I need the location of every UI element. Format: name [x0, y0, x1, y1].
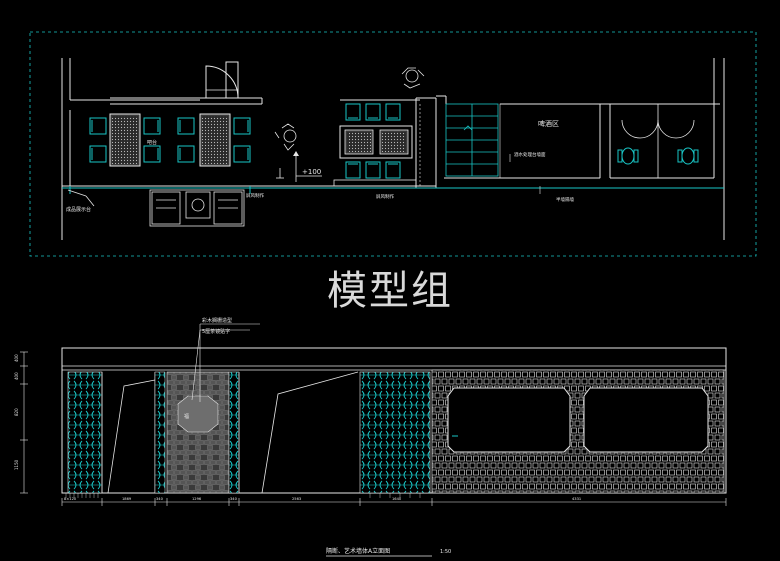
watermark-text: 模型组	[327, 268, 453, 314]
left-dim-2: 400	[14, 372, 19, 380]
leader-label-2: 5厘茶镜贴字	[202, 328, 230, 335]
elevation-drawing: 福 彩木搁栅造型 5厘茶镜贴字	[14, 317, 727, 557]
character-plaque	[177, 395, 219, 433]
product-area-label: 成品展示台	[66, 206, 91, 213]
wall-note-label: 半墙隔墙	[556, 196, 574, 203]
brick-window-right	[583, 387, 709, 453]
bottom-dim-4: 1296	[192, 497, 202, 501]
product-stand	[67, 189, 245, 227]
bottom-ticks	[65, 493, 421, 498]
level-marker: +100	[276, 151, 322, 182]
table-set-left: 吧台	[89, 113, 251, 167]
bottom-dimensions	[61, 498, 727, 506]
left-dim-1: 400	[14, 354, 19, 362]
staircase	[445, 103, 499, 177]
table-set-middle	[333, 103, 421, 187]
bottom-dim-3: 340	[156, 497, 164, 501]
lattice-strip-1	[154, 371, 166, 494]
left-dim-4: 1150	[14, 459, 19, 470]
counter-label: 吧台	[147, 139, 157, 146]
person-figure-2	[401, 67, 425, 89]
bottom-dim-2: 1869	[122, 497, 132, 501]
plaque-character: 福	[184, 413, 189, 420]
lattice-panel-left	[67, 371, 103, 494]
leader-label-1: 彩木搁栅造型	[202, 317, 232, 324]
restroom	[617, 104, 699, 178]
person-figure-1	[274, 123, 297, 151]
bar-note-label: 酒水处理台墙面	[514, 151, 546, 158]
stone-panel	[166, 371, 230, 494]
lattice-panel-right	[359, 371, 431, 494]
left-dim-3: 820	[14, 408, 19, 416]
slanted-panel-2	[238, 371, 359, 494]
plan-walls	[61, 58, 725, 240]
left-dimensions	[20, 351, 28, 494]
drawing-title: 隔断、艺术墙体A立面图	[326, 547, 390, 555]
bottom-dim-1: 8×120	[64, 497, 77, 501]
slanted-panel-1	[101, 372, 156, 494]
bar-area: 啤酒区 酒水处理台墙面	[499, 103, 601, 179]
door-swing	[205, 61, 239, 99]
partition-lines	[62, 186, 724, 194]
leaders	[191, 323, 260, 402]
drawing-scale: 1:50	[440, 549, 451, 555]
bar-area-label: 啤酒区	[538, 119, 559, 128]
bottom-dim-8: 4331	[572, 497, 581, 501]
plan-boundary-dashed	[29, 31, 757, 257]
screen-left-label: 屏风制作	[246, 192, 264, 199]
floor-plan: 吧台 +100	[29, 31, 757, 257]
brick-window-left	[447, 387, 571, 453]
screen-mid-label: 屏风制作	[376, 193, 394, 200]
bottom-dim-5: 340	[230, 497, 238, 501]
elevation-label: +100	[302, 168, 321, 176]
bottom-dim-7: 1640	[392, 497, 402, 501]
bottom-dim-6: 2563	[292, 497, 301, 501]
lattice-strip-2	[228, 371, 240, 494]
